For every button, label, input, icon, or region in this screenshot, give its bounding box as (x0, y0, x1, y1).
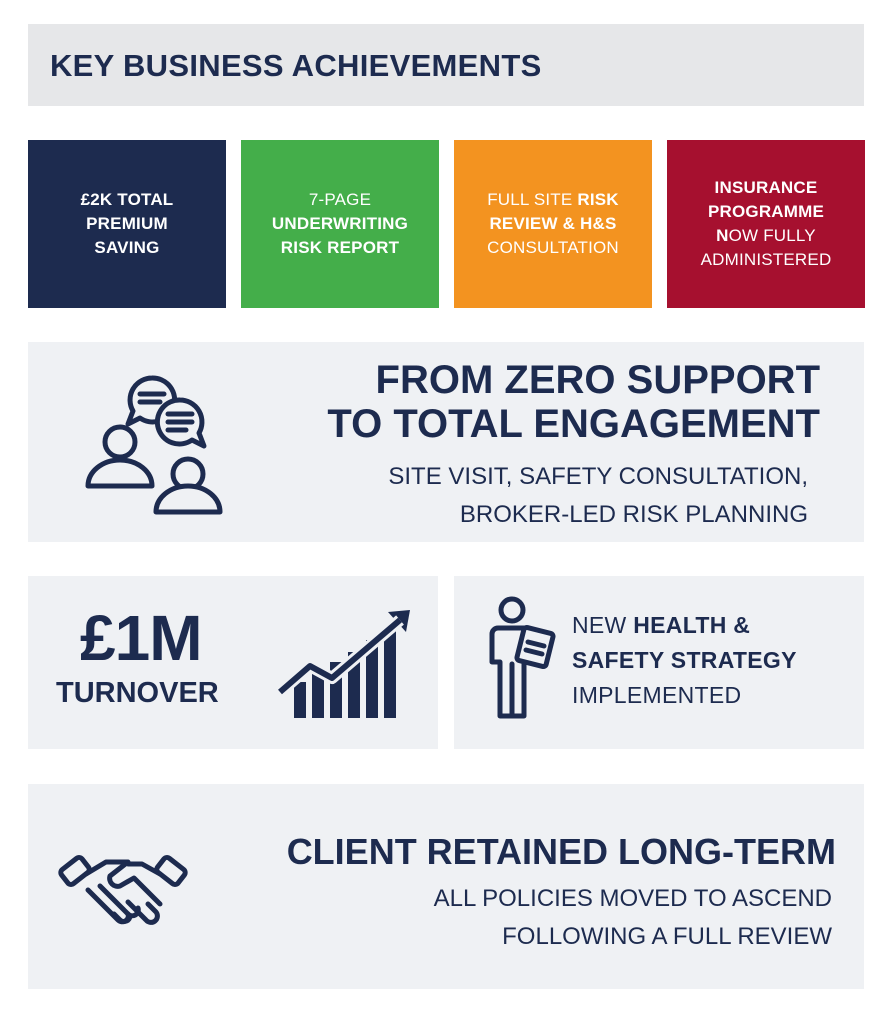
growth-chart-icon (276, 610, 410, 718)
header-banner: KEY BUSINESS ACHIEVEMENTS (28, 24, 864, 106)
person-clipboard-icon (489, 596, 556, 719)
tile-text: 7-PAGE UNDERWRITING RISK REPORT (262, 188, 418, 260)
engagement-panel: FROM ZERO SUPPORT TO TOTAL ENGAGEMENT SI… (28, 342, 864, 542)
retained-subtitle: ALL POLICIES MOVED TO ASCEND FOLLOWING A… (434, 880, 832, 956)
strategy-line: IMPLEMENTED (572, 682, 742, 708)
strategy-text: NEW HEALTH & SAFETY STRATEGY IMPLEMENTED (572, 608, 797, 713)
strategy-line: HEALTH & (633, 612, 751, 638)
tile-line: N (716, 226, 729, 245)
strategy-line: SAFETY STRATEGY (572, 647, 797, 673)
engagement-title-line: FROM ZERO SUPPORT (375, 358, 820, 402)
tile-text: INSURANCE PROGRAMME NOW FULLY ADMINISTER… (691, 176, 842, 272)
retained-title: CLIENT RETAINED LONG-TERM (286, 831, 836, 872)
retained-panel: CLIENT RETAINED LONG-TERM ALL POLICIES M… (28, 784, 864, 989)
strategy-line: NEW (572, 612, 634, 638)
tile-line: ADMINISTERED (700, 250, 832, 269)
engagement-title-line: TO TOTAL ENGAGEMENT (327, 402, 820, 446)
retained-sub-line: ALL POLICIES MOVED TO ASCEND (433, 885, 832, 912)
tile-line: SAVING (94, 238, 160, 257)
tile-line: RISK (577, 190, 619, 209)
tile-line: PREMIUM (86, 214, 168, 233)
people-chat-icon (85, 375, 223, 515)
engagement-sub-line: SITE VISIT, SAFETY CONSULTATION, (388, 463, 808, 490)
engagement-sub-line: BROKER-LED RISK PLANNING (459, 501, 808, 528)
tile-risk-review: FULL SITE RISK REVIEW & H&S CONSULTATION (454, 140, 652, 308)
engagement-subtitle: SITE VISIT, SAFETY CONSULTATION, BROKER-… (388, 458, 808, 534)
retained-sub-line: FOLLOWING A FULL REVIEW (502, 923, 832, 950)
tile-text: FULL SITE RISK REVIEW & H&S CONSULTATION (477, 188, 629, 260)
tile-line: 7-PAGE (308, 190, 372, 209)
tile-line: FULL SITE (487, 190, 578, 209)
tile-line: PROGRAMME (707, 202, 825, 221)
tile-line: £2K TOTAL (80, 190, 174, 209)
engagement-title: FROM ZERO SUPPORT TO TOTAL ENGAGEMENT (327, 358, 820, 446)
tile-line: INSURANCE (714, 178, 818, 197)
turnover-amount: £1M (80, 602, 202, 674)
turnover-panel: £1M TURNOVER (28, 576, 438, 749)
strategy-panel: NEW HEALTH & SAFETY STRATEGY IMPLEMENTED (454, 576, 864, 749)
tile-line: OW FULLY (728, 226, 816, 245)
handshake-icon (58, 855, 188, 925)
tile-premium-saving: £2K TOTAL PREMIUM SAVING (28, 140, 226, 308)
tile-line: UNDERWRITING (271, 214, 409, 233)
tile-line: REVIEW & H&S (489, 214, 617, 233)
turnover-label: TURNOVER (56, 677, 219, 709)
tile-risk-report: 7-PAGE UNDERWRITING RISK REPORT (241, 140, 439, 308)
tile-text: £2K TOTAL PREMIUM SAVING (71, 188, 184, 260)
tile-line: CONSULTATION (487, 238, 619, 257)
page-title: KEY BUSINESS ACHIEVEMENTS (50, 48, 542, 83)
tile-insurance-programme: INSURANCE PROGRAMME NOW FULLY ADMINISTER… (667, 140, 865, 308)
tile-line: RISK REPORT (280, 238, 400, 257)
